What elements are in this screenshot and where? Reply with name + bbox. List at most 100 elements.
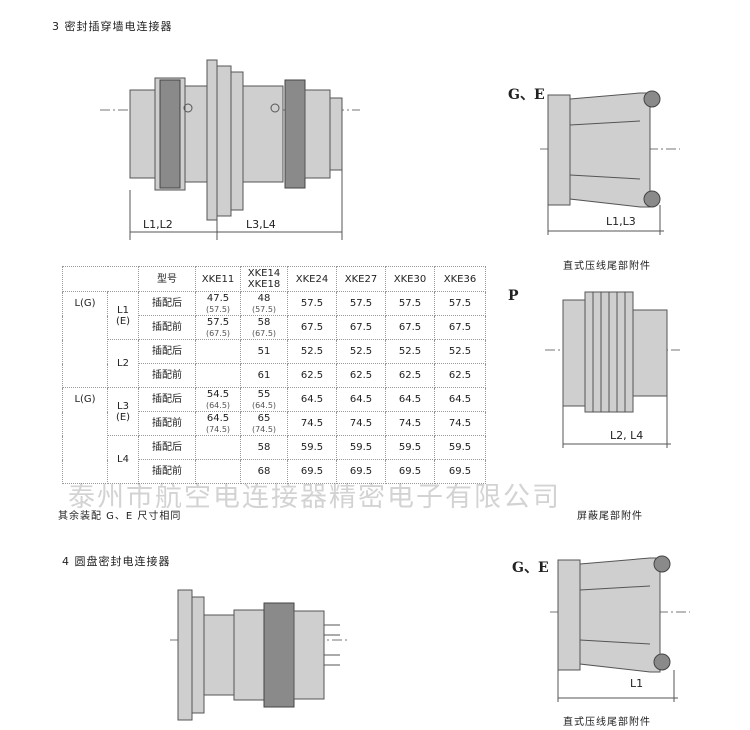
cell-value: 64.5: [448, 394, 472, 405]
row-dimension-label: L4: [107, 435, 139, 484]
row-group-label: L(G): [62, 291, 108, 388]
table-cell: 64.5: [287, 387, 337, 412]
cell-value: 68: [257, 466, 271, 477]
cell-value: 58: [257, 316, 271, 328]
row-state-label: 插配后: [138, 387, 196, 412]
cell-value: 59.5: [448, 442, 472, 453]
ge-top-caption: 直式压线尾部附件: [563, 261, 651, 272]
table-cell: 54.5(64.5): [195, 387, 241, 412]
cell-value: 58: [257, 442, 271, 453]
col-header: XKE36: [434, 266, 486, 292]
ge-label-top: G、E: [508, 87, 545, 103]
cell-value: 62.5: [448, 370, 472, 381]
dimension-label-l3-l4: L3,L4: [246, 218, 276, 231]
table-cell: 65(74.5): [240, 411, 288, 436]
table-cell: 57.5: [385, 291, 435, 316]
table-cell: 52.5: [385, 339, 435, 364]
table-cell: [195, 363, 241, 388]
table-row: 插配前 61 62.5 62.5 62.5 62.5: [63, 363, 486, 388]
cell-value: 74.5: [398, 418, 422, 429]
cell-value: 59.5: [349, 442, 373, 453]
cell-sub-value: (74.5): [251, 424, 277, 434]
cell-value: 67.5: [300, 322, 324, 333]
row-state-label: 插配前: [138, 363, 196, 388]
cell-value: 74.5: [349, 418, 373, 429]
table-cell: 64.5: [434, 387, 486, 412]
table-cell: 59.5: [336, 435, 386, 460]
table-cell: 64.5: [336, 387, 386, 412]
table-cell: 59.5: [385, 435, 435, 460]
table-cell: 58: [240, 435, 288, 460]
cell-sub-value: (67.5): [205, 328, 231, 338]
section-4-title: 4 圆盘密封电连接器: [62, 555, 171, 568]
cell-value: 52.5: [448, 346, 472, 357]
table-cell: 67.5: [287, 315, 337, 340]
cell-value: 59.5: [300, 442, 324, 453]
row-state-label: 插配后: [138, 435, 196, 460]
table-cell: 62.5: [287, 363, 337, 388]
cell-sub-value: (57.5): [205, 304, 231, 314]
table-cell: 74.5: [434, 411, 486, 436]
row-state-label: 插配后: [138, 339, 196, 364]
table-cell: 64.5: [385, 387, 435, 412]
table-cell: 57.5(67.5): [195, 315, 241, 340]
cell-value: 67.5: [448, 322, 472, 333]
table-cell: 55(64.5): [240, 387, 288, 412]
table-cell: 59.5: [434, 435, 486, 460]
cell-value: 74.5: [300, 418, 324, 429]
table-cell: 64.5(74.5): [195, 411, 241, 436]
cell-value: 51: [257, 346, 271, 357]
cell-value: 57.5: [206, 316, 230, 328]
cell-value: 61: [257, 370, 271, 381]
table-cell: 67.5: [385, 315, 435, 340]
table-cell: 74.5: [287, 411, 337, 436]
table-cell: 69.5: [434, 459, 486, 484]
cell-value: 62.5: [398, 370, 422, 381]
table-cell: 57.5: [434, 291, 486, 316]
table-cell: 62.5: [434, 363, 486, 388]
row-dimension-label: L1 (E): [107, 291, 139, 340]
table-cell: 74.5: [385, 411, 435, 436]
cell-value: 64.5: [349, 394, 373, 405]
cell-sub-value: (67.5): [251, 328, 277, 338]
table-cell: 58(67.5): [240, 315, 288, 340]
row-dimension-label: L3 (E): [107, 387, 139, 436]
table-cell: 52.5: [287, 339, 337, 364]
row-dimension-label: L2: [107, 339, 139, 388]
cell-value: 57.5: [349, 298, 373, 309]
cell-value: 67.5: [349, 322, 373, 333]
company-watermark: 泰州市航空电连接器精密电子有限公司: [68, 482, 561, 513]
row-state-label: 插配后: [138, 291, 196, 316]
table-cell: 57.5: [287, 291, 337, 316]
dimension-label-l2-l4: L2, L4: [610, 429, 644, 442]
cell-value: 74.5: [448, 418, 472, 429]
header-model: 型号: [138, 266, 196, 292]
cell-value: 67.5: [398, 322, 422, 333]
ge-bottom-caption: 直式压线尾部附件: [563, 717, 651, 728]
ge-straight-tail-drawing-bottom: [550, 555, 690, 702]
row-state-label: 插配前: [138, 411, 196, 436]
table-cell: 52.5: [336, 339, 386, 364]
table-cell: [195, 459, 241, 484]
cell-value: 69.5: [300, 466, 324, 477]
cell-value: 52.5: [349, 346, 373, 357]
cell-value: 62.5: [300, 370, 324, 381]
dimension-label-l1: L1: [630, 677, 644, 690]
p-label: P: [508, 288, 519, 304]
cell-value: 52.5: [300, 346, 324, 357]
cell-value: 52.5: [398, 346, 422, 357]
cell-value: 47.5: [206, 292, 230, 304]
cell-sub-value: (57.5): [251, 304, 277, 314]
table-cell: 62.5: [385, 363, 435, 388]
table-cell: 69.5: [287, 459, 337, 484]
table-note: 其余装配 G、E 尺寸相同: [58, 511, 182, 522]
col-header: XKE24: [287, 266, 337, 292]
table-cell: 62.5: [336, 363, 386, 388]
row-group-label: L(G): [62, 387, 108, 484]
